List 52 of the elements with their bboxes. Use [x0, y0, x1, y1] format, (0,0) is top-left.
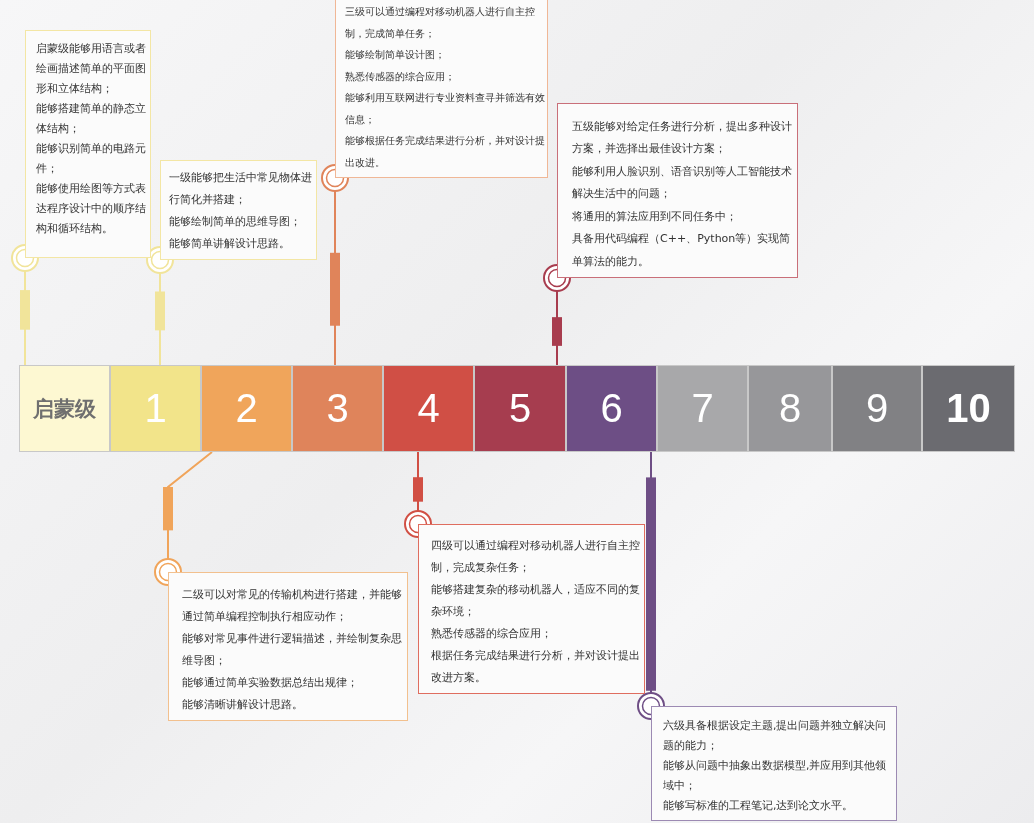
- level-cell: 2: [201, 365, 292, 452]
- level-cell: 9: [832, 365, 922, 452]
- connector-line: [154, 451, 213, 586]
- description-text: 六级具备根据设定主题,提出问题并独立解决问题的能力；: [663, 718, 888, 754]
- description-text: 能够利用人脸识别、语音识别等人工智能技术解决生活中的问题；: [572, 163, 793, 202]
- connector-line: [11, 244, 39, 366]
- description-text: 能够搭建复杂的移动机器人，适应不同的复杂环境；: [431, 582, 641, 620]
- description-box: [335, 0, 549, 178]
- description-text: 熟悉传感器的综合应用；: [431, 626, 553, 642]
- level-cell: 1: [110, 365, 201, 452]
- description-box: [160, 160, 318, 260]
- description-box: [557, 102, 799, 278]
- description-text: 能够使用绘图等方式表达程序设计中的顺序结构和循环结构。: [36, 181, 147, 237]
- description-text: 能够通过简单实验数据总结出规律；: [182, 675, 359, 691]
- description-text: 三级可以通过编程对移动机器人进行自主控制，完成简单任务；: [345, 4, 536, 41]
- level-cell: 3: [292, 365, 383, 452]
- description-text: 能够清晰讲解设计思路。: [182, 697, 304, 713]
- description-text: 能够根据任务完成结果进行分析，并对设计提出改进。: [345, 133, 546, 170]
- description-text: 能够利用互联网进行专业资料查寻并筛选有效信息；: [345, 90, 546, 127]
- connector-line: [404, 451, 432, 538]
- description-text: 熟悉传感器的综合应用；: [345, 68, 456, 84]
- description-text: 能够搭建简单的静态立体结构；: [36, 101, 147, 137]
- description-box: [651, 706, 898, 821]
- description-text: 能够对常见事件进行逻辑描述，并绘制复杂思维导图；: [182, 631, 403, 669]
- level-cell: 启蒙级: [19, 365, 110, 452]
- description-text: 四级可以通过编程对移动机器人进行自主控制，完成复杂任务；: [431, 538, 641, 576]
- description-box: [25, 30, 152, 258]
- description-text: 具备用代码编程（C++、Python等）实现简单算法的能力。: [572, 231, 792, 270]
- description-text: 能够从问题中抽象出数据模型,并应用到其他领域中；: [663, 758, 888, 794]
- connector-line: [637, 451, 665, 720]
- level-cell: 6: [566, 365, 657, 452]
- description-text: 能够写标准的工程笔记,达到论文水平。: [663, 798, 855, 814]
- description-text: 能够识别简单的电路元件；: [36, 141, 147, 177]
- description-box: [418, 524, 646, 694]
- level-cell: 8: [748, 365, 832, 452]
- description-text: 五级能够对给定任务进行分析，提出多种设计方案，并选择出最佳设计方案；: [572, 118, 793, 157]
- description-box: [168, 572, 409, 721]
- description-text: 能够简单讲解设计思路。: [169, 236, 291, 252]
- level-cell: 10: [922, 365, 1015, 452]
- level-cell: 4: [383, 365, 474, 452]
- connector-line: [146, 246, 174, 366]
- description-text: 能够绘制简单设计图；: [345, 47, 446, 62]
- description-text: 一级能够把生活中常见物体进行简化并搭建；: [169, 170, 313, 208]
- connector-line: [543, 264, 571, 366]
- description-text: 能够绘制简单的思维导图；: [169, 214, 302, 230]
- level-cell: 5: [474, 365, 566, 452]
- connector-line: [321, 164, 349, 366]
- description-text: 二级可以对常见的传输机构进行搭建，并能够通过简单编程控制执行相应动作；: [182, 587, 403, 625]
- description-text: 将通用的算法应用到不同任务中；: [572, 208, 738, 225]
- description-text: 根据任务完成结果进行分析，并对设计提出改进方案。: [431, 648, 641, 686]
- description-text: 启蒙级能够用语言或者绘画描述简单的平面图形和立体结构；: [36, 41, 147, 97]
- level-cell: 7: [657, 365, 748, 452]
